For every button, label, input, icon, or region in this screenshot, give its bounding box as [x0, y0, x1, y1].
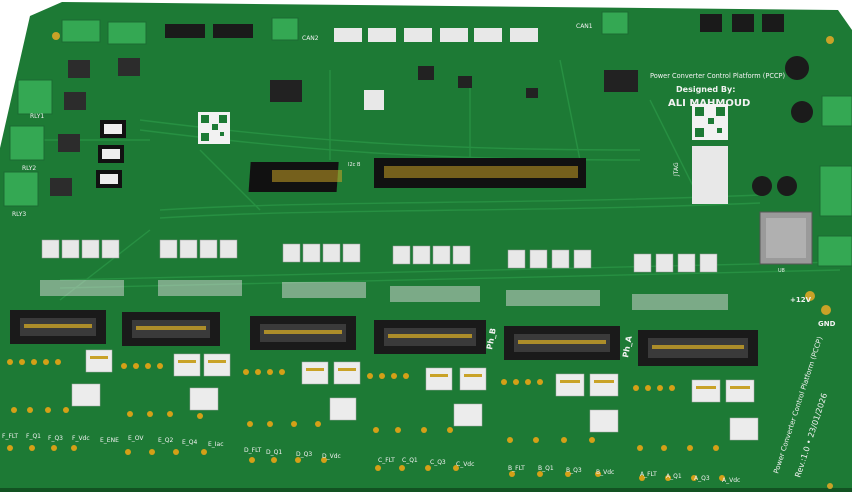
idc-gold-pins: [24, 324, 744, 349]
can1-label: CAN1: [576, 23, 593, 30]
label-12v: +12V: [790, 296, 812, 304]
label-e-ov: E_OV: [128, 435, 144, 442]
label-f-vdc: F_Vdc: [72, 435, 90, 442]
top-pin-headers: [165, 14, 784, 38]
top-ics: [270, 66, 638, 102]
u8-label: U8: [778, 268, 785, 274]
label-d-q3: D_Q3: [296, 451, 312, 458]
board-title: Power Converter Control Platform (PCCP): [650, 72, 785, 80]
label-c-flt: C_FLT: [378, 457, 395, 464]
resistor-rows: [40, 280, 728, 310]
relay-terminal-blocks: [3, 11, 629, 207]
label-d-vdc: D_Vdc: [322, 453, 341, 460]
can2-label: CAN2: [302, 35, 319, 42]
regulator-u8: [759, 211, 813, 265]
label-gnd: GND: [818, 320, 836, 328]
label-f-q1: F_Q1: [26, 433, 41, 440]
jtag-header: [692, 146, 728, 204]
designed-by: Designed By:: [676, 85, 735, 94]
label-e-iac: E_Iac: [208, 441, 224, 448]
label-f-flt: F_FLT: [2, 433, 18, 440]
qr-code-left: [198, 112, 230, 144]
connector-gold-pins: [90, 356, 750, 389]
b2b-connector-left: [248, 162, 342, 192]
right-terminal-blocks: [817, 95, 852, 267]
label-c-vdc: C_Vdc: [456, 461, 474, 468]
left-black-headers: [96, 120, 126, 188]
i2c-label: I2c B: [348, 162, 361, 168]
label-c-q3: C_Q3: [430, 459, 446, 466]
pcb-board-edge: [0, 488, 852, 492]
author-name: ALI MAHMOUD: [668, 98, 750, 109]
label-e-q2: E_Q2: [158, 437, 174, 444]
label-d-flt: D_FLT: [244, 447, 262, 454]
label-phb: Ph_B: [485, 327, 498, 350]
test-pads: [7, 359, 725, 481]
inductors: [752, 56, 813, 196]
jtag-label: JTAG: [673, 162, 680, 177]
label-a-vdc: A_Vdc: [722, 477, 740, 484]
power-pad-12v: [805, 291, 815, 301]
relay1-label: RLY1: [30, 113, 44, 120]
label-b-flt: B_FLT: [508, 465, 525, 472]
b2b-connector-main: [374, 158, 586, 188]
label-f-q3: F_Q3: [48, 435, 63, 442]
label-b-q3: B_Q3: [566, 467, 582, 474]
label-pha: Ph_A: [621, 335, 634, 359]
label-e-q4: E_Q4: [182, 439, 198, 446]
dip-switches: [41, 239, 718, 273]
label-c-q1: C_Q1: [402, 457, 418, 464]
label-e-ene: E_ENE: [100, 437, 119, 444]
label-a-q1: A_Q1: [666, 473, 682, 480]
relay-modules: [50, 58, 140, 196]
qr-code-right: [692, 104, 728, 140]
top-white-headers: [334, 28, 538, 110]
label-a-flt: A_FLT: [640, 471, 657, 478]
label-d-q1: D_Q1: [266, 449, 282, 456]
sensor-connectors: [71, 349, 759, 441]
label-b-q1: B_Q1: [538, 465, 554, 472]
mounting-holes: [52, 32, 834, 489]
relay3-label: RLY3: [12, 211, 26, 218]
label-a-q3: A_Q3: [694, 475, 710, 482]
power-pad-gnd: [821, 305, 831, 315]
relay2-label: RLY2: [22, 165, 36, 172]
label-b-vdc: B_Vdc: [596, 469, 614, 476]
